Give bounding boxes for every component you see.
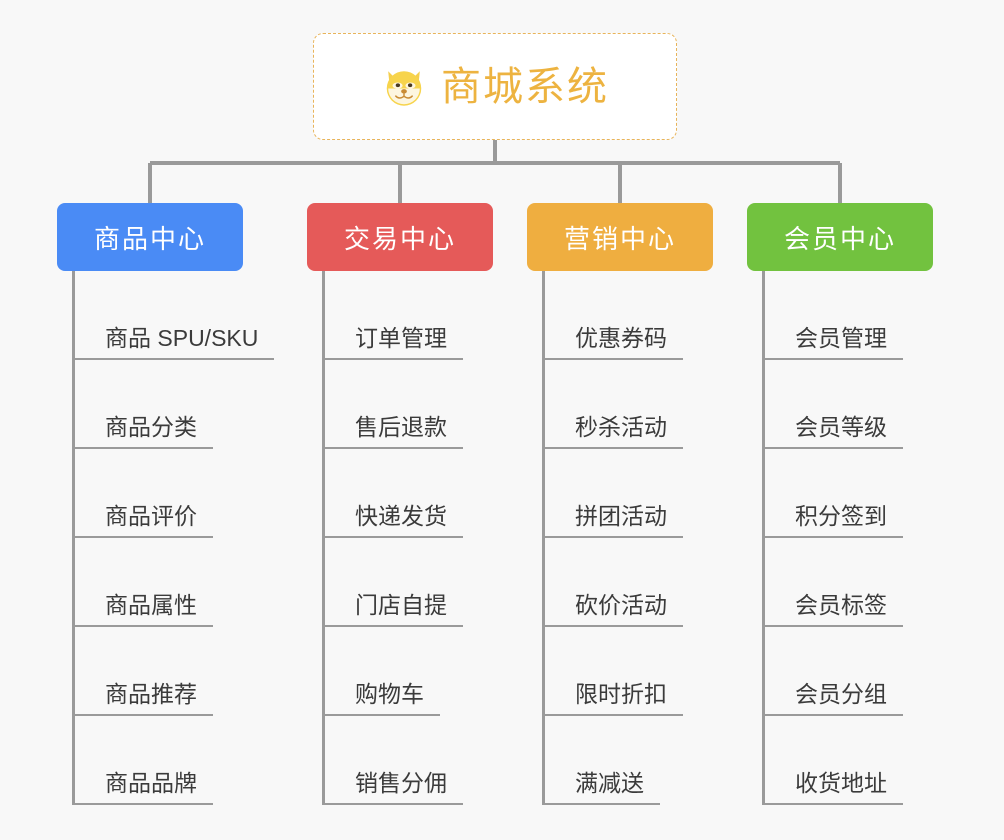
leaf-underline [762,625,903,627]
category-header-3[interactable]: 会员中心 [747,203,933,271]
leaf-underline [72,536,213,538]
category-header-0[interactable]: 商品中心 [57,203,243,271]
leaf-label: 积分签到 [795,503,887,529]
leaf-underline [72,447,213,449]
leaf-label: 商品推荐 [105,681,197,707]
leaf-list-1: 订单管理 售后退款 快递发货 门店自提 购物车 [307,271,526,805]
leaf-underline [762,803,903,805]
leaf-label: 砍价活动 [575,592,667,618]
leaf-label: 售后退款 [355,414,447,440]
leaf-label: 销售分佣 [355,770,447,796]
leaf-label: 商品评价 [105,503,197,529]
leaf-underline [72,625,213,627]
leaf-item[interactable]: 砍价活动 [527,538,746,627]
leaf-item[interactable]: 会员管理 [747,271,966,360]
leaf-underline [762,447,903,449]
leaf-underline [542,625,683,627]
leaf-label: 会员标签 [795,592,887,618]
leaf-list-0: 商品 SPU/SKU 商品分类 商品评价 商品属性 商品推荐 [57,271,276,805]
leaf-item[interactable]: 满减送 [527,716,746,805]
leaf-label: 商品 SPU/SKU [105,325,259,351]
leaf-item[interactable]: 购物车 [307,627,526,716]
leaf-item[interactable]: 门店自提 [307,538,526,627]
leaf-underline [72,803,213,805]
leaf-label: 会员管理 [795,325,887,351]
leaf-item[interactable]: 会员等级 [747,360,966,449]
category-column-2: 营销中心 优惠券码 秒杀活动 拼团活动 砍价活动 [527,203,746,805]
leaf-item[interactable]: 订单管理 [307,271,526,360]
root-node[interactable]: 商城系统 [313,33,677,140]
leaf-underline [762,714,903,716]
leaf-label: 订单管理 [355,325,447,351]
leaf-list-2: 优惠券码 秒杀活动 拼团活动 砍价活动 限时折扣 [527,271,746,805]
leaf-item[interactable]: 优惠券码 [527,271,746,360]
leaf-item[interactable]: 拼团活动 [527,449,746,538]
leaf-item[interactable]: 销售分佣 [307,716,526,805]
leaf-item[interactable]: 收货地址 [747,716,966,805]
root-title: 商城系统 [441,64,609,109]
leaf-underline [542,536,683,538]
leaf-underline [762,536,903,538]
leaf-label: 满减送 [575,770,644,796]
category-header-label: 交易中心 [343,223,456,254]
category-header-label: 商品中心 [93,223,206,254]
leaf-item[interactable]: 商品属性 [57,538,276,627]
category-header-1[interactable]: 交易中心 [307,203,493,271]
leaf-underline [322,714,440,716]
category-column-1: 交易中心 订单管理 售后退款 快递发货 门店自提 [307,203,526,805]
leaf-underline [72,714,213,716]
leaf-underline [542,714,683,716]
leaf-underline [542,803,660,805]
leaf-underline [542,447,683,449]
leaf-label: 收货地址 [795,770,887,796]
category-header-label: 会员中心 [783,223,896,254]
shiba-dog-face-icon [386,70,422,107]
leaf-label: 快递发货 [355,503,447,529]
leaf-spine [542,271,545,805]
leaf-underline [322,625,463,627]
leaf-underline [322,447,463,449]
category-column-0: 商品中心 商品 SPU/SKU 商品分类 商品评价 商品属性 [57,203,276,805]
leaf-spine [72,271,75,805]
leaf-item[interactable]: 会员分组 [747,627,966,716]
leaf-label: 门店自提 [355,592,447,618]
leaf-item[interactable]: 售后退款 [307,360,526,449]
leaf-label: 购物车 [355,681,424,707]
leaf-spine [322,271,325,805]
category-header-label: 营销中心 [563,223,676,254]
leaf-label: 拼团活动 [575,503,667,529]
leaf-underline [322,803,463,805]
leaf-label: 商品品牌 [105,770,197,796]
leaf-label: 优惠券码 [575,325,667,351]
leaf-label: 秒杀活动 [575,414,667,440]
category-header-2[interactable]: 营销中心 [527,203,713,271]
leaf-item[interactable]: 会员标签 [747,538,966,627]
leaf-item[interactable]: 商品 SPU/SKU [57,271,276,360]
leaf-item[interactable]: 商品推荐 [57,627,276,716]
leaf-underline [322,536,463,538]
leaf-label: 商品分类 [105,414,197,440]
leaf-label: 限时折扣 [575,681,667,707]
leaf-label: 会员等级 [795,414,887,440]
leaf-item[interactable]: 商品分类 [57,360,276,449]
leaf-item[interactable]: 商品评价 [57,449,276,538]
leaf-underline [542,358,683,360]
leaf-label: 会员分组 [795,681,887,707]
leaf-list-3: 会员管理 会员等级 积分签到 会员标签 会员分组 [747,271,966,805]
leaf-spine [762,271,765,805]
leaf-label: 商品属性 [105,592,197,618]
leaf-item[interactable]: 商品品牌 [57,716,276,805]
leaf-item[interactable]: 限时折扣 [527,627,746,716]
category-column-3: 会员中心 会员管理 会员等级 积分签到 会员标签 [747,203,966,805]
leaf-underline [72,358,275,360]
leaf-underline [322,358,463,360]
leaf-item[interactable]: 秒杀活动 [527,360,746,449]
leaf-item[interactable]: 快递发货 [307,449,526,538]
leaf-item[interactable]: 积分签到 [747,449,966,538]
leaf-underline [762,358,903,360]
